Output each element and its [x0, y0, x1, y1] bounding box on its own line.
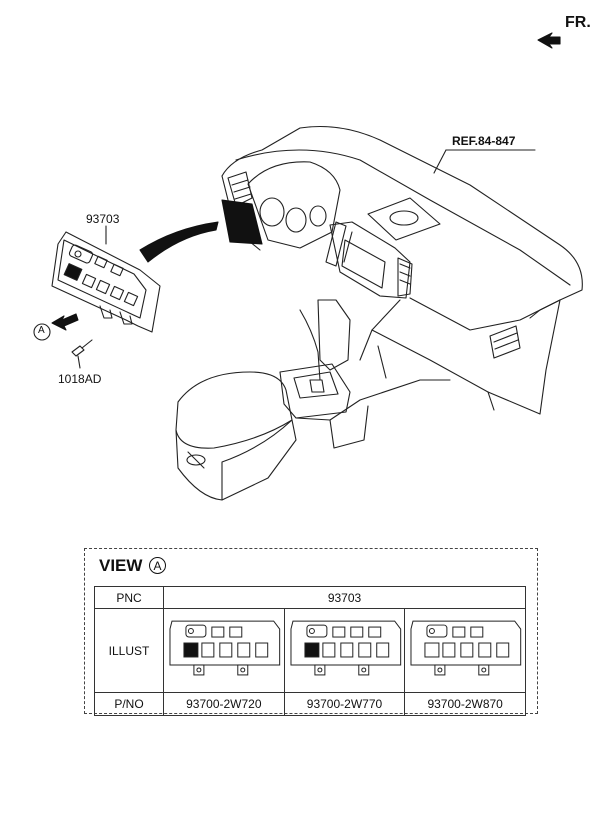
dashboard-illustration [33, 32, 583, 501]
view-title-marker: A [149, 557, 166, 574]
switch-illustration-3 [410, 620, 522, 676]
view-a-arrow-icon [51, 313, 79, 331]
part-number-1: 93700-2W720 [163, 692, 285, 716]
front-arrow-icon [537, 32, 561, 49]
view-title: VIEW [99, 556, 143, 575]
part-number-3: 93700-2W870 [404, 692, 526, 716]
screw-part-number: 1018AD [58, 372, 102, 386]
view-a-marker [33, 323, 51, 341]
switch-illustration-1 [169, 620, 281, 676]
switch-illustration-2 [290, 620, 401, 676]
location-arrow-icon [139, 221, 219, 263]
illust-cell-1 [163, 608, 285, 693]
switch-location-panel [221, 199, 263, 245]
part-number-2: 93700-2W770 [283, 692, 406, 716]
switch-part-number: 93703 [86, 212, 120, 226]
row-label-pno: P/NO [94, 692, 164, 716]
table-row-pno: P/NO 93700-2W720 93700-2W770 93700-2W870 [94, 692, 526, 716]
row-label-illust: ILLUST [94, 608, 164, 693]
table-row-illust: ILLUST [94, 608, 526, 693]
illust-cell-2 [283, 608, 406, 693]
row-label-pnc: PNC [94, 586, 164, 609]
illust-cell-3 [404, 608, 526, 693]
front-label: FR. [565, 14, 591, 31]
screw-icon [71, 345, 85, 357]
reference-label: REF.84-847 [452, 134, 516, 148]
switch-assembly [51, 231, 161, 333]
pnc-value: 93703 [163, 586, 526, 609]
view-a-marker-text: A [38, 325, 45, 336]
parts-table: PNC 93703 ILLUST [94, 586, 526, 716]
table-row-pnc: PNC 93703 [94, 586, 526, 609]
view-a-panel: VIEW A PNC 93703 ILLUST [84, 548, 538, 716]
